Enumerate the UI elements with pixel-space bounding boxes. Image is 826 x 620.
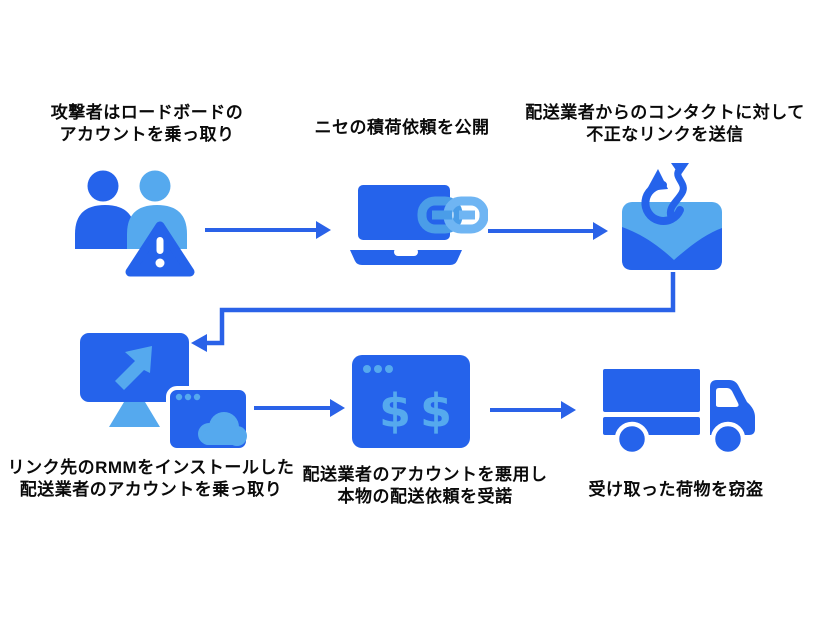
arrow-step2-to-step3: [488, 222, 608, 240]
attacker-body: [75, 205, 135, 249]
warning-triangle-icon: [125, 221, 195, 277]
truck-wheel-front: [710, 421, 746, 457]
step-4-label: リンク先のRMMをインストールした 配送業者のアカウントを乗っ取り: [7, 458, 295, 499]
arrow-step1-to-step2: [205, 221, 331, 239]
arrow-step5-to-step6: [490, 401, 576, 419]
phishing-mail-icon: [622, 163, 722, 270]
truck-cargo-box: [603, 369, 700, 412]
step-6-label: 受け取った荷物を窃盗: [588, 480, 764, 499]
fishing-hook-icon: [641, 163, 689, 225]
arrow-step3-to-step4: [191, 272, 676, 352]
hijacked-users-warning-icon: [75, 170, 195, 277]
truck-wheel-rear: [614, 421, 650, 457]
browser-dots: [175, 393, 201, 401]
link-icon: [417, 196, 488, 234]
step-2-label: ニセの積荷依頼を公開: [314, 118, 490, 137]
window-frame: [352, 355, 470, 448]
attacker-head: [87, 170, 119, 202]
cloud-icon: [198, 412, 247, 446]
laptop-base: [350, 250, 462, 265]
step-5-label: 配送業者のアカウントを悪用し 本物の配送依頼を受諾: [302, 465, 548, 506]
payment-window-icon: $ $: [352, 355, 470, 448]
laptop-link-icon: [350, 185, 488, 265]
envelope-flap: [622, 227, 722, 270]
dollar-sign-icon: $: [379, 384, 411, 438]
cargo-truck-icon: [603, 369, 755, 457]
step-1-label: 攻撃者はロードボードの アカウントを乗っ取り: [50, 103, 244, 144]
dollar-sign-icon: $: [420, 384, 452, 438]
monitor-stand: [109, 402, 160, 427]
arrow-step4-to-step5: [254, 399, 345, 417]
victim-head: [139, 170, 171, 202]
cursor-icon: [115, 346, 152, 390]
truck-window: [716, 388, 739, 407]
browser-dots: [363, 365, 393, 373]
rmm-remote-access-icon: [80, 333, 250, 452]
step-3-label: 配送業者からのコンタクトに対して 不正なリンクを送信: [525, 103, 805, 144]
